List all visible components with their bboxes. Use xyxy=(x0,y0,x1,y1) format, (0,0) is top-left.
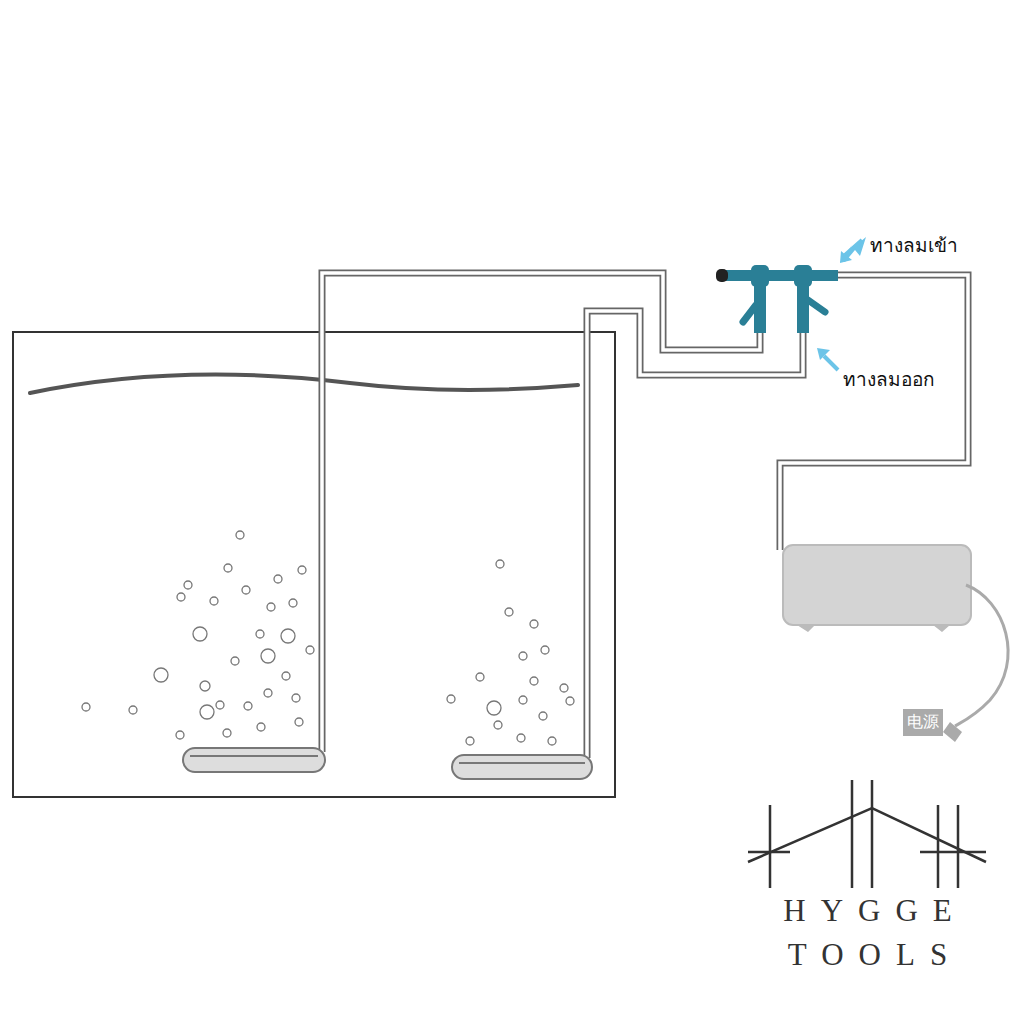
logo-posts xyxy=(770,780,958,888)
bubble xyxy=(530,620,538,628)
callout-label: ทางลมเข้า xyxy=(870,230,958,260)
power-cord xyxy=(955,585,1008,726)
plug xyxy=(943,722,962,742)
pointer-arrow xyxy=(840,237,866,262)
bubble xyxy=(236,531,244,539)
bubble xyxy=(242,586,250,594)
bubble xyxy=(541,646,549,654)
pointer-arrow-head xyxy=(840,251,852,263)
bubble xyxy=(154,668,168,682)
bubble xyxy=(200,705,214,719)
bubble xyxy=(487,701,501,715)
bubble xyxy=(566,697,574,705)
aquarium-tank xyxy=(13,332,615,797)
bubble xyxy=(298,566,306,574)
bubble xyxy=(274,575,282,583)
bubble xyxy=(517,734,525,742)
air-tube-outline xyxy=(587,311,803,758)
bubble xyxy=(530,677,538,685)
pointer-arrow-head xyxy=(817,348,830,360)
bubble xyxy=(200,681,210,691)
air-pump-body xyxy=(783,545,971,625)
bubble xyxy=(231,657,239,665)
bubble xyxy=(193,627,207,641)
bubbles xyxy=(82,531,574,745)
air-pump xyxy=(783,545,1008,742)
logo-roof xyxy=(748,808,986,862)
logo-text: HYGGE xyxy=(783,893,967,929)
bubble xyxy=(223,729,231,737)
pointer-arrow-shaft xyxy=(845,240,862,255)
bubble xyxy=(539,712,547,720)
bubble xyxy=(289,599,297,607)
bubble xyxy=(256,630,264,638)
air-tube-outline xyxy=(780,275,968,550)
valve-handle xyxy=(743,305,756,322)
manifold-bar xyxy=(720,270,838,281)
air-tubes xyxy=(322,273,968,758)
valve-body xyxy=(794,265,812,287)
bubble xyxy=(281,629,295,643)
bubble xyxy=(261,649,275,663)
logo-beam xyxy=(748,851,986,854)
air-tube xyxy=(587,311,803,758)
bubble xyxy=(292,694,300,702)
bubble xyxy=(476,673,484,681)
bubble xyxy=(216,701,224,709)
air-stone-edge xyxy=(459,762,585,764)
bubble xyxy=(267,603,275,611)
bubble xyxy=(494,721,502,729)
bubble xyxy=(560,684,568,692)
air-stone xyxy=(183,748,325,772)
bubble xyxy=(466,737,474,745)
bubble xyxy=(224,564,232,572)
bubble xyxy=(82,703,90,711)
bubble xyxy=(176,731,184,739)
bubble xyxy=(244,702,252,710)
bubble xyxy=(505,608,513,616)
valve-manifold xyxy=(716,265,838,333)
air-tube xyxy=(322,273,760,752)
valve-handle xyxy=(808,300,825,312)
bubble xyxy=(295,718,303,726)
bubble xyxy=(264,689,272,697)
logo-mark xyxy=(748,780,986,888)
valve-body xyxy=(751,265,769,287)
bubble xyxy=(519,696,527,704)
bubble xyxy=(177,593,185,601)
air-tube xyxy=(780,275,968,550)
bubble xyxy=(282,672,290,680)
power-label-box: 电源 xyxy=(903,709,943,736)
power-label: 电源 xyxy=(907,712,939,733)
pointer-arrow-shaft xyxy=(824,356,838,370)
air-stone xyxy=(452,755,592,779)
air-stones xyxy=(183,748,592,779)
pump-feet xyxy=(797,625,950,632)
bubble xyxy=(548,737,556,745)
bubble xyxy=(306,646,314,654)
tank xyxy=(13,332,615,797)
water-surface xyxy=(30,374,578,393)
bubble xyxy=(257,723,265,731)
bubble xyxy=(519,652,527,660)
bubble xyxy=(129,706,137,714)
bubble xyxy=(184,581,192,589)
logo-text: TOOLS xyxy=(788,937,962,973)
bubble xyxy=(447,695,455,703)
pointer-arrows xyxy=(817,237,866,370)
valve-stem xyxy=(797,285,809,333)
manifold-cap xyxy=(716,269,728,282)
bubble xyxy=(210,597,218,605)
air-tube-outline xyxy=(322,273,760,752)
air-stone-edge xyxy=(190,755,318,757)
bubble xyxy=(496,560,504,568)
callout-label: ทางลมออก xyxy=(843,364,935,394)
